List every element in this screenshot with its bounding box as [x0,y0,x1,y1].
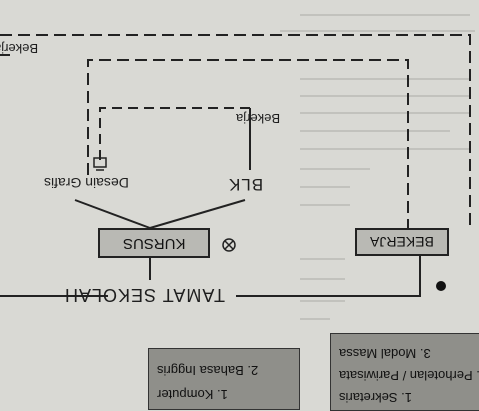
panel-kursus-item: 1. Komputer [157,387,228,402]
dashed-line-outer [0,34,471,230]
bekerja-box: BEKERJA [355,228,449,256]
panel-blk-item: 2. Perhotelan / Pariwisata [339,368,479,383]
ink-blot [436,281,446,291]
dashed-line-inner [99,107,250,160]
circle-cross-icon [222,238,236,252]
kursus-to-blk [149,199,246,229]
bekerja-edge-label: Bekerja [0,41,39,56]
kursus-to-desain [74,199,151,229]
dashed-line-middle [87,59,409,228]
panel-blk-item: 1. Sekretaris [339,390,412,405]
panel-kursus-items: 1. Komputer 2. Bahasa Inggris [148,348,300,410]
kursus-box: KURSUS [98,228,210,258]
panel-blk-item: 3. Modal Massa [339,346,431,361]
bekerja-upper-label: Bekerja [236,111,281,126]
tamat-line-right [236,254,421,297]
monitor-icon [93,157,107,171]
panel-kursus-item: 2. Bahasa Inggris [157,363,259,378]
tamat-sekolah-label: TAMAT SEKOLAH [64,285,226,305]
blk-label: BLK [228,175,264,194]
desain-grafis-label: Desain Grafis [44,175,129,191]
panel-blk-items: 1. Sekretaris 2. Perhotelan / Pariwisata… [330,333,479,411]
